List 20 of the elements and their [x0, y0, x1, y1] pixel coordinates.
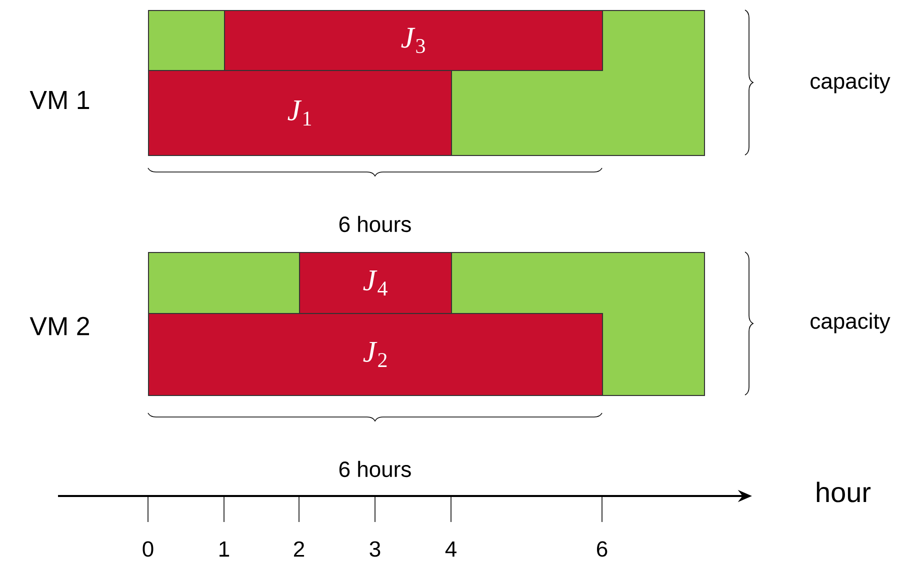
axis-label: hour	[816, 482, 871, 502]
row-label: VM 1	[30, 91, 90, 109]
capacity-label: capacity	[810, 72, 890, 94]
tick-label: 2	[294, 541, 304, 557]
tick-label: 6	[597, 541, 608, 557]
tick-label: 4	[445, 541, 456, 557]
job-label: J$_{1}$	[288, 100, 311, 126]
job-label: J$_{3}$	[401, 28, 425, 54]
tick-label: 3	[370, 541, 380, 557]
capacity-label: capacity	[810, 312, 890, 334]
job-label: J$_{2}$	[363, 342, 387, 367]
tick-label: 0	[142, 541, 154, 557]
duration-label: 6 hours	[339, 216, 411, 232]
tick-label: 1	[220, 541, 230, 557]
duration-label: 6 hours	[339, 460, 411, 478]
row-label: VM 2	[30, 316, 90, 336]
job-bar	[224, 10, 603, 71]
job-label: J$_{4}$	[363, 270, 388, 296]
job-bar	[299, 252, 452, 314]
job-bar	[148, 70, 452, 156]
